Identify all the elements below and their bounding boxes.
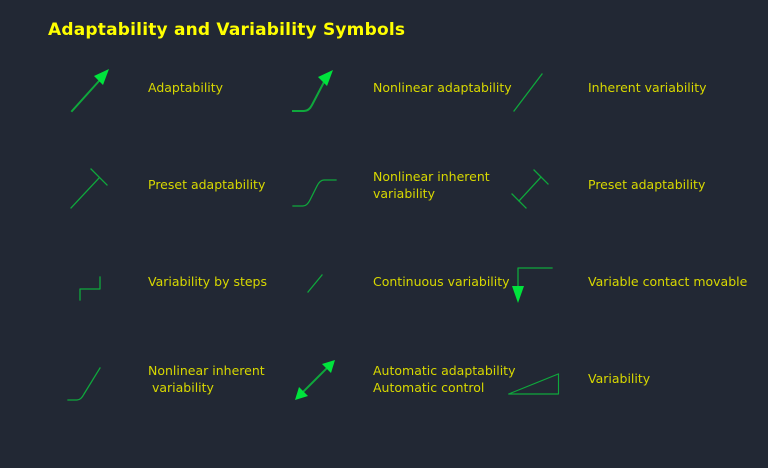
symbol-cell: Continuous variability: [291, 259, 510, 307]
step-line-icon: [66, 259, 122, 307]
page-title: Adaptability and Variability Symbols: [48, 20, 406, 40]
symbol-label: Nonlinear inherent variability: [148, 363, 265, 395]
symbol-cell: Nonlinear inherent variability: [66, 356, 291, 404]
double-arrow-icon: [291, 356, 347, 404]
adaptability-arrow-icon: [66, 65, 122, 113]
symbol-label: Adaptability: [148, 80, 224, 96]
line-tick-top-icon: [66, 162, 122, 210]
symbol-label: Nonlinear adaptability: [373, 80, 512, 96]
diagonal-line-icon: [506, 65, 562, 113]
symbol-cell: Variability by steps: [66, 259, 291, 307]
symbols-grid: Adaptability Nonlinear adaptability Inhe…: [0, 40, 768, 428]
line-ticks-both-icon: [506, 162, 562, 210]
symbol-label: Continuous variability: [373, 274, 510, 290]
symbol-cell: Variability: [506, 356, 768, 404]
symbol-label: Inherent variability: [588, 80, 707, 96]
symbol-cell: Nonlinear adaptability: [291, 65, 512, 113]
symbol-cell: Preset adaptability: [506, 162, 768, 210]
symbols-page: Adaptability and Variability Symbols Ada…: [0, 20, 768, 428]
down-arrow-contact-icon: [506, 259, 562, 307]
triangle-icon: [506, 356, 562, 404]
symbol-label: Automatic adaptability Automatic control: [373, 363, 516, 395]
symbol-label: Variability: [588, 371, 651, 387]
symbol-label: Preset adaptability: [148, 177, 266, 193]
symbol-cell: Adaptability: [66, 65, 291, 113]
symbol-label: Preset adaptability: [588, 177, 706, 193]
nonlinear-adaptability-arrow-icon: [291, 65, 347, 113]
short-diagonal-icon: [291, 259, 347, 307]
symbol-cell: Preset adaptability: [66, 162, 291, 210]
symbol-label: Variable contact movable: [588, 274, 748, 290]
symbol-label: Nonlinear inherent variability: [373, 169, 490, 201]
symbol-cell: Nonlinear inherent variability: [291, 162, 506, 210]
symbol-cell: Automatic adaptability Automatic control: [291, 356, 515, 404]
symbol-cell: Variable contact movable: [506, 259, 768, 307]
symbol-label: Variability by steps: [148, 274, 267, 290]
symbol-cell: Inherent variability: [506, 65, 768, 113]
ramp-curve-icon: [291, 162, 347, 210]
ramp-bottom-icon: [66, 356, 122, 404]
